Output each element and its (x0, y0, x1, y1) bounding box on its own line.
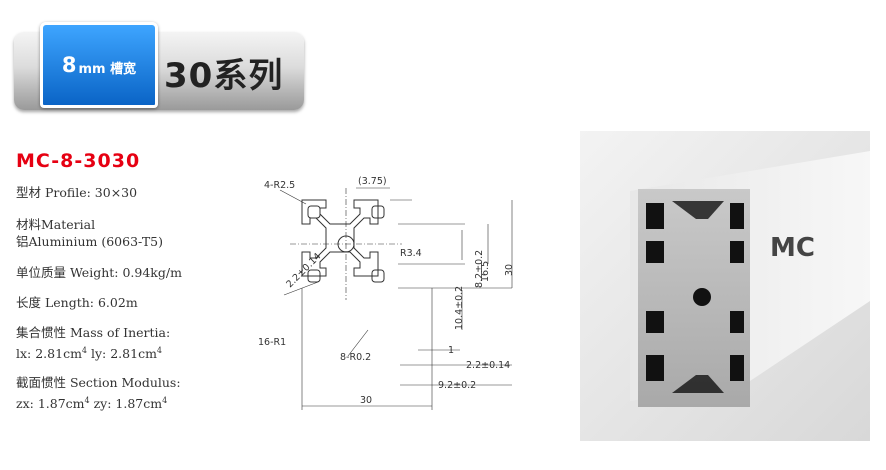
profile-render (630, 151, 870, 407)
model-number: MC-8-3030 (16, 150, 141, 172)
spec-inertia-title: 集合惯性 Mass of Inertia: (16, 325, 171, 340)
spec-material: 材料Material (16, 217, 96, 232)
spec-modulus-values: zx: 1.87cm4 zy: 1.87cm4 (16, 392, 167, 413)
product-photo: MC (580, 131, 870, 441)
spec-length: 长度 Length: 6.02m (16, 295, 138, 310)
spec-aluminium: 铝Aluminium (6063-T5) (16, 234, 163, 249)
label-d22-horizontal: 2.2±0.14 (466, 360, 510, 371)
profile-outline (301, 199, 379, 277)
modulus-zy-exp: 4 (162, 396, 168, 405)
series-title: 30系列 (164, 56, 284, 96)
slot-width-unit: mm 槽宽 (78, 62, 137, 77)
inertia-ly: ly: 2.81cm (87, 346, 157, 361)
spec-weight: 单位质量 Weight: 0.94kg/m (16, 265, 182, 280)
slot-width-tab: 8 mm 槽宽 (40, 22, 158, 108)
modulus-zy: zy: 1.87cm (89, 396, 163, 411)
hollow-tr (371, 205, 385, 219)
label-d30v: 30 (504, 264, 515, 276)
label-d92: 9.2±0.2 (438, 380, 476, 391)
modulus-zx-exp: 4 (84, 396, 90, 405)
inertia-lx: lx: 2.81cm (16, 346, 82, 361)
hollow-br (371, 269, 385, 283)
modulus-zx: zx: 1.87cm (16, 396, 85, 411)
spec-profile: 型材 Profile: 30×30 (16, 185, 138, 200)
label-dim-375: (3.75) (358, 176, 387, 187)
slot-width-number: 8 (61, 53, 77, 77)
spec-inertia-values: lx: 2.81cm4 ly: 2.81cm4 (16, 342, 162, 363)
label-r-corner: 4-R2.5 (264, 180, 295, 191)
photo-brand-label: MC (770, 233, 815, 263)
series-banner: 8 mm 槽宽 30系列 (14, 22, 304, 112)
spec-modulus-title: 截面惯性 Section Modulus: (16, 375, 181, 390)
hollow-bl (307, 269, 321, 283)
label-r1: 16-R1 (258, 337, 286, 348)
label-d22-diagonal: 2.2±0.14 (284, 251, 323, 290)
label-r34: R3.4 (400, 248, 422, 259)
label-r02: 8-R0.2 (340, 352, 371, 363)
label-d30h: 30 (360, 395, 372, 406)
hollow-tl (307, 205, 321, 219)
inertia-ly-exp: 4 (156, 346, 163, 355)
label-d165: 16.5 (480, 261, 491, 282)
profile-drawing: 4-R2.5 (3.75) R3.4 8.2±0.2 16.5 30 2.2±0… (258, 176, 515, 410)
inertia-lx-exp: 4 (81, 346, 88, 355)
label-d1: 1 (448, 345, 454, 356)
label-d104: 10.4±0.2 (454, 286, 465, 330)
label-d82: 8.2±0.2 (474, 250, 485, 288)
